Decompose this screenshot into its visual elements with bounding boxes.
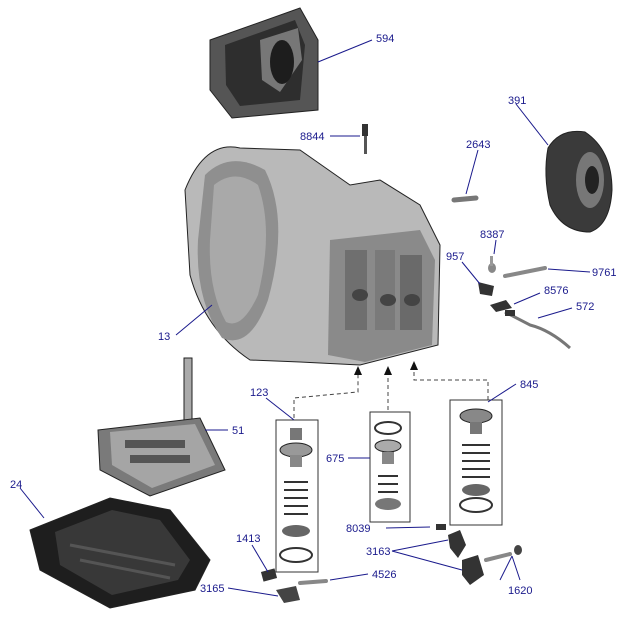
label-391: 391 [508, 95, 526, 107]
label-8844: 8844 [300, 131, 324, 143]
part-4526-rod [298, 579, 328, 585]
indicator-arrows [293, 361, 489, 418]
part-2643-pin [451, 195, 479, 203]
box-123-accumulator [275, 419, 319, 573]
part-13-case [184, 146, 441, 366]
label-123: 123 [250, 387, 268, 399]
part-572-line [504, 310, 572, 350]
part-51-valve-body [97, 357, 226, 497]
label-572: 572 [576, 301, 594, 313]
label-1620: 1620 [508, 585, 532, 597]
part-594-cover [209, 7, 319, 119]
label-13: 13 [158, 331, 170, 343]
label-1413: 1413 [236, 533, 260, 545]
label-845: 845 [520, 379, 538, 391]
label-3163: 3163 [366, 546, 390, 558]
part-8039 [436, 524, 446, 530]
box-845-accumulator [449, 399, 503, 526]
label-594: 594 [376, 33, 394, 45]
label-3165: 3165 [200, 583, 224, 595]
label-8576: 8576 [544, 285, 568, 297]
part-3163-levers [448, 530, 484, 585]
part-9761-rod [503, 266, 547, 278]
label-8039: 8039 [346, 523, 370, 535]
part-3165 [276, 586, 300, 603]
label-4526: 4526 [372, 569, 396, 581]
part-8387 [488, 256, 496, 273]
part-957 [478, 282, 494, 296]
part-391-plate [545, 130, 613, 233]
part-1413 [260, 568, 278, 582]
label-957: 957 [446, 251, 464, 263]
leader-lines [19, 39, 591, 597]
part-1620 [484, 545, 522, 562]
label-8387: 8387 [480, 229, 504, 241]
box-675-accumulator [369, 411, 411, 523]
part-8576 [490, 300, 512, 312]
label-675: 675 [326, 453, 344, 465]
part-8844-bolt [362, 124, 368, 154]
label-9761: 9761 [592, 267, 616, 279]
label-24: 24 [10, 479, 22, 491]
label-51: 51 [232, 425, 244, 437]
label-2643: 2643 [466, 139, 490, 151]
part-24-oil-pan [29, 497, 211, 609]
